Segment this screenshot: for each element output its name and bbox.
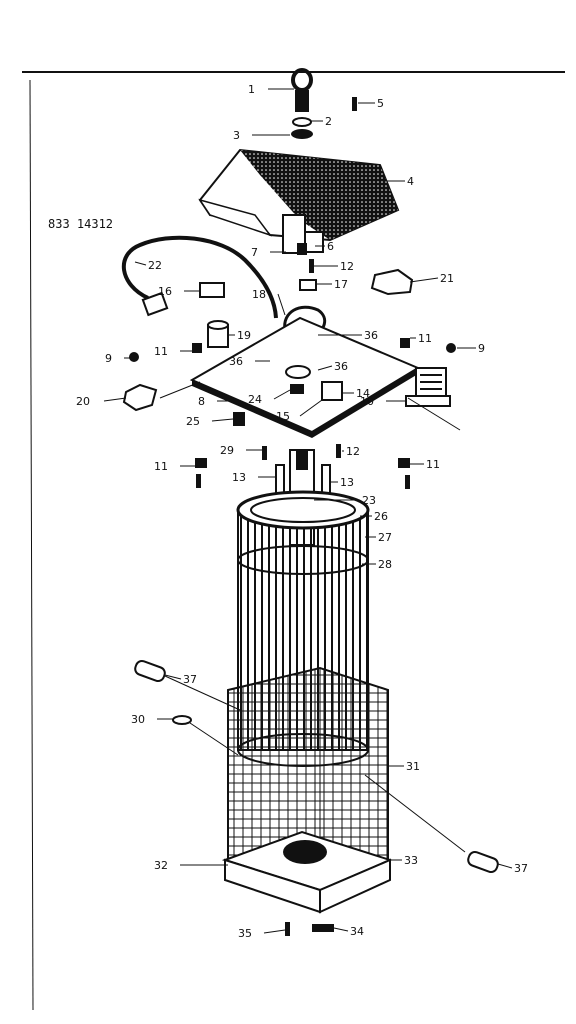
end-cap-part bbox=[467, 850, 499, 874]
clip-part bbox=[195, 458, 207, 468]
screw-part bbox=[336, 444, 341, 458]
clip-part bbox=[398, 458, 410, 468]
callout-label-11: 11 bbox=[154, 345, 168, 358]
callout-label-6: 6 bbox=[327, 240, 334, 253]
mounting-bracket-part bbox=[282, 214, 324, 255]
screw-part bbox=[309, 259, 314, 273]
base-plate-part bbox=[189, 316, 421, 438]
callout-label-8: 8 bbox=[198, 395, 205, 408]
callout-label-36: 36 bbox=[229, 355, 243, 368]
callout-label-32: 32 bbox=[154, 859, 168, 872]
connector-part bbox=[122, 383, 158, 412]
callout-leader-18 bbox=[277, 293, 286, 316]
callout-label-13: 13 bbox=[232, 471, 246, 484]
callout-leader-20 bbox=[103, 397, 127, 402]
callout-leader-37 bbox=[497, 863, 513, 869]
nut-part bbox=[446, 343, 456, 353]
capacitor-part bbox=[207, 320, 229, 348]
callout-leader-22 bbox=[134, 261, 147, 266]
clip-part bbox=[192, 343, 202, 353]
left-border-line bbox=[29, 79, 34, 1011]
callout-leader-36 bbox=[317, 365, 333, 371]
strain-relief-part bbox=[199, 282, 225, 298]
screw-part bbox=[352, 97, 357, 111]
callout-label-16: 16 bbox=[158, 285, 172, 298]
assembly-lines bbox=[159, 381, 466, 853]
screw-part bbox=[285, 922, 290, 936]
callout-label-24: 24 bbox=[248, 393, 262, 406]
callout-leader-15 bbox=[299, 399, 323, 417]
callout-label-1: 1 bbox=[248, 83, 255, 96]
callout-label-19: 19 bbox=[237, 329, 251, 342]
callout-label-12: 12 bbox=[346, 445, 360, 458]
callout-label-20: 20 bbox=[76, 395, 90, 408]
washer-part bbox=[292, 117, 312, 127]
callout-label-7: 7 bbox=[251, 246, 258, 259]
callout-label-37: 37 bbox=[514, 862, 528, 875]
callout-lines bbox=[103, 88, 513, 934]
callout-label-13: 13 bbox=[340, 476, 354, 489]
callout-label-28: 28 bbox=[378, 558, 392, 571]
callout-leader-34 bbox=[333, 927, 349, 932]
callout-label-5: 5 bbox=[377, 97, 384, 110]
callout-leader-24 bbox=[273, 389, 291, 400]
model-number: 833 14312 bbox=[48, 217, 113, 231]
callout-label-29: 29 bbox=[220, 444, 234, 457]
callout-leader-37 bbox=[164, 674, 182, 680]
end-cap-part bbox=[134, 659, 166, 683]
wire-clip-part bbox=[172, 715, 192, 725]
side-bracket-part bbox=[370, 268, 414, 296]
hanger-eye-part bbox=[291, 68, 313, 112]
callout-label-12: 12 bbox=[340, 260, 354, 273]
callout-label-15: 15 bbox=[276, 410, 290, 423]
callout-label-35: 35 bbox=[238, 927, 252, 940]
callout-label-25: 25 bbox=[186, 415, 200, 428]
callout-label-3: 3 bbox=[233, 129, 240, 142]
callout-label-14: 14 bbox=[356, 387, 370, 400]
screw-part bbox=[262, 446, 267, 460]
screw-part bbox=[405, 475, 410, 489]
callout-label-9: 9 bbox=[105, 352, 112, 365]
callout-label-33: 33 bbox=[404, 854, 418, 867]
callout-label-23: 23 bbox=[362, 494, 376, 507]
base-tray-part bbox=[221, 830, 393, 914]
top-cover-part bbox=[198, 148, 400, 242]
callout-label-17: 17 bbox=[334, 278, 348, 291]
callout-label-30: 30 bbox=[131, 713, 145, 726]
callout-label-11: 11 bbox=[426, 458, 440, 471]
screw-part bbox=[196, 474, 201, 488]
callout-label-36: 36 bbox=[364, 329, 378, 342]
nut-part bbox=[291, 129, 313, 139]
callout-label-4: 4 bbox=[407, 175, 414, 188]
power-cord-part bbox=[121, 235, 278, 319]
callout-label-9: 9 bbox=[478, 342, 485, 355]
callout-label-11: 11 bbox=[418, 332, 432, 345]
clip-part bbox=[400, 338, 410, 348]
callout-label-36: 36 bbox=[334, 360, 348, 373]
callout-label-34: 34 bbox=[350, 925, 364, 938]
callout-label-18: 18 bbox=[252, 288, 266, 301]
callout-leader-25 bbox=[211, 418, 234, 422]
terminal-part bbox=[290, 384, 304, 394]
hanger-clip-part bbox=[312, 924, 334, 932]
callout-leader-35 bbox=[263, 929, 286, 934]
callout-label-21: 21 bbox=[440, 272, 454, 285]
callout-label-37: 37 bbox=[183, 673, 197, 686]
fuse-part bbox=[233, 412, 245, 426]
nut-part bbox=[129, 352, 139, 362]
callout-label-10: 10 bbox=[360, 395, 374, 408]
transformer-part bbox=[405, 367, 451, 407]
callout-label-22: 22 bbox=[148, 259, 162, 272]
callout-label-2: 2 bbox=[325, 115, 332, 128]
callout-label-27: 27 bbox=[378, 531, 392, 544]
callout-label-26: 26 bbox=[374, 510, 388, 523]
switch-part bbox=[321, 381, 343, 401]
callout-label-11: 11 bbox=[154, 460, 168, 473]
clip-part bbox=[299, 279, 317, 291]
callout-label-31: 31 bbox=[406, 760, 420, 773]
callout-leader-21 bbox=[409, 277, 439, 283]
